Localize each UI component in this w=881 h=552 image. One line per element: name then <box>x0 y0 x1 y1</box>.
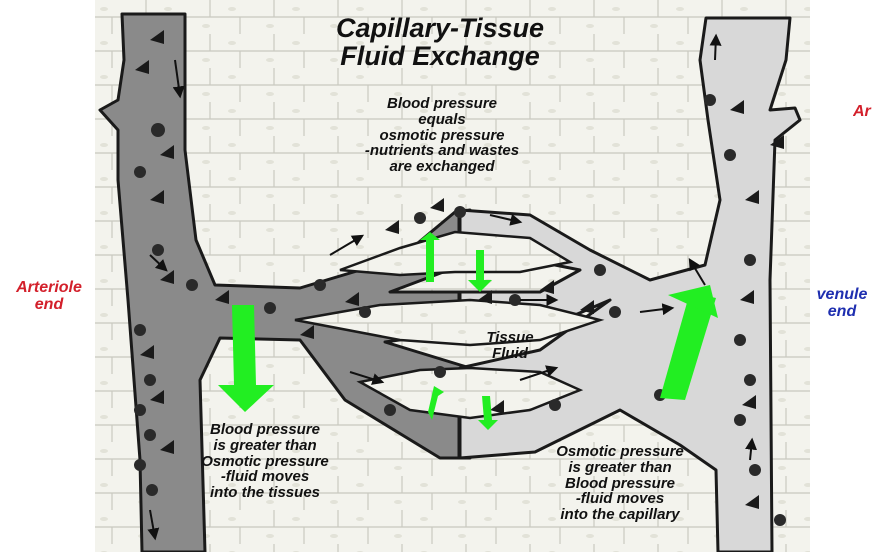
venule-end-label: venule end <box>812 287 872 321</box>
middle-note: Blood pressure equals osmotic pressure -… <box>322 96 562 175</box>
tissue-fluid-label: Tissue Fluid <box>470 330 550 362</box>
cut-off-label: Ar <box>853 104 881 121</box>
right-note: Osmotic pressure is greater than Blood p… <box>520 444 720 523</box>
arteriole-end-label: Arteriole end <box>8 280 90 314</box>
left-note: Blood pressure is greater than Osmotic p… <box>165 422 365 501</box>
diagram-title: Capillary-Tissue Fluid Exchange <box>290 14 590 71</box>
